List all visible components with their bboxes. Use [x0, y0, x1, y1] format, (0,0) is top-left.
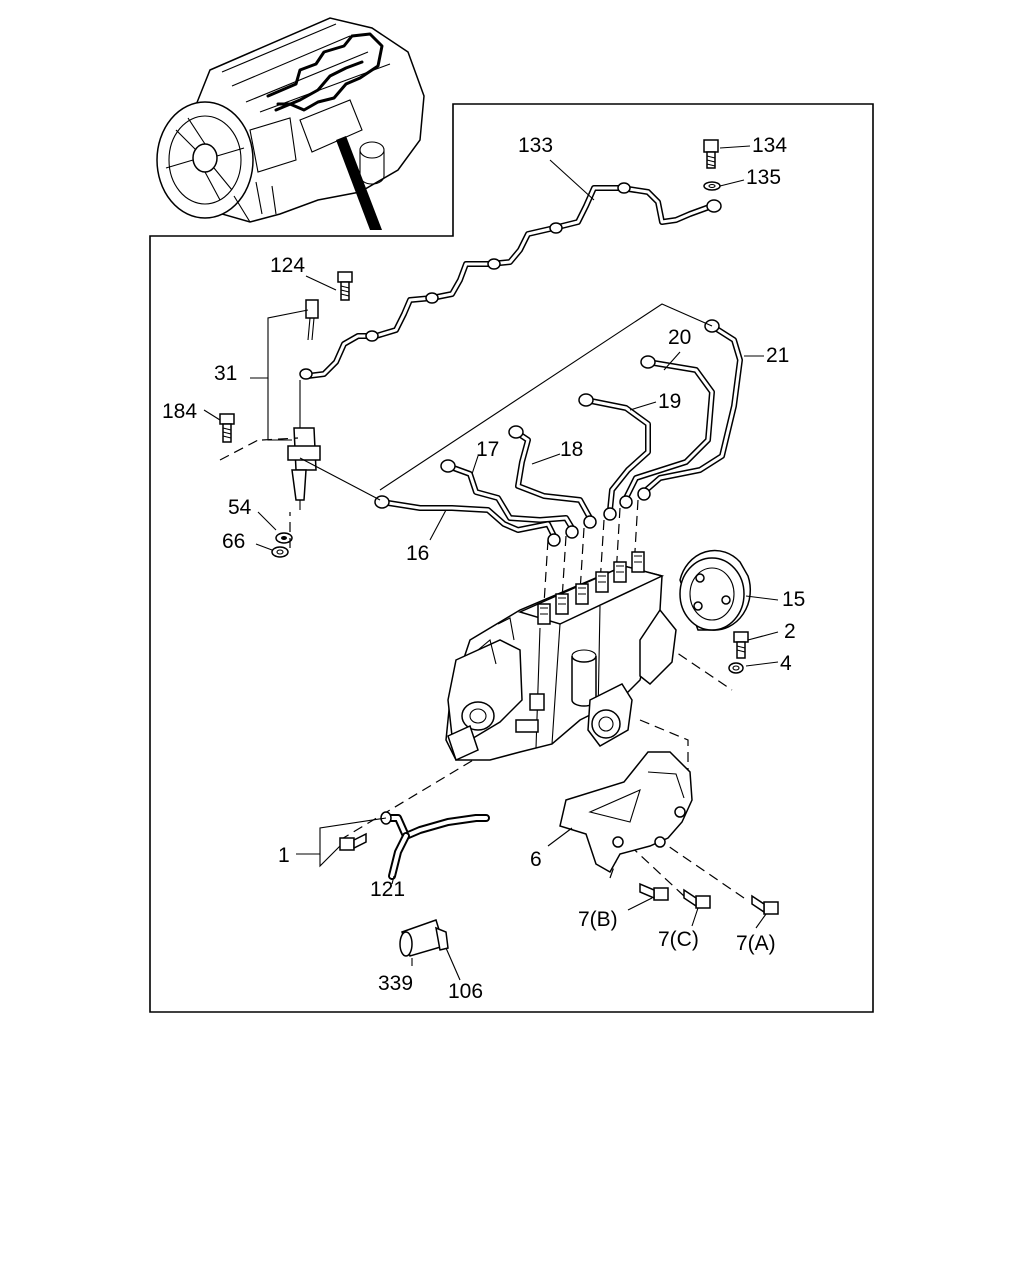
injection-pipes — [374, 319, 743, 547]
label-54: 54 — [228, 496, 252, 519]
label-121: 121 — [370, 878, 405, 901]
label-2: 2 — [784, 620, 796, 643]
bolt-1 — [339, 832, 367, 851]
washer-135 — [703, 181, 721, 191]
label-133: 133 — [518, 134, 553, 157]
label-184: 184 — [162, 400, 197, 423]
label-135: 135 — [746, 166, 781, 189]
label-339: 339 — [378, 972, 413, 995]
gasket-54 — [275, 532, 293, 544]
diagram-frame — [149, 103, 874, 1013]
label-7a: 7(A) — [736, 932, 776, 955]
label-66: 66 — [222, 530, 245, 553]
leader-lines — [203, 145, 779, 981]
injection-pump — [445, 551, 677, 762]
label-124: 124 — [270, 254, 305, 277]
label-17: 17 — [476, 438, 499, 461]
label-21: 21 — [766, 344, 789, 367]
bolt-124 — [337, 271, 353, 301]
label-106: 106 — [448, 980, 483, 1003]
label-7c: 7(C) — [658, 928, 699, 951]
label-20: 20 — [668, 326, 691, 349]
fuel-return-pipe-133 — [299, 182, 722, 380]
bolt-7c — [683, 888, 711, 909]
label-7b: 7(B) — [578, 908, 618, 931]
washer-4 — [728, 662, 744, 674]
bolts-7 — [639, 882, 779, 915]
bolt-2 — [733, 631, 749, 659]
part-labels: 133 134 135 124 31 184 54 66 16 17 18 19… — [162, 134, 805, 1003]
bolt-7a — [751, 894, 779, 915]
pump-bracket-6 — [559, 751, 693, 874]
clip-106 — [435, 926, 449, 951]
bolt-7b — [639, 882, 669, 901]
hose-121 — [380, 811, 490, 880]
label-15: 15 — [782, 588, 805, 611]
label-31: 31 — [214, 362, 237, 385]
label-1: 1 — [278, 844, 290, 867]
washer-66 — [271, 546, 289, 558]
injection-nozzle-31 — [287, 299, 321, 510]
label-134: 134 — [752, 134, 787, 157]
label-16: 16 — [406, 542, 429, 565]
eye-bolt-134 — [703, 139, 719, 169]
label-19: 19 — [658, 390, 681, 413]
engine-overview-illustration — [156, 17, 425, 230]
label-6: 6 — [530, 848, 542, 871]
timer-15 — [679, 549, 752, 631]
bolt-184 — [219, 413, 235, 443]
label-4: 4 — [780, 652, 792, 675]
label-18: 18 — [560, 438, 583, 461]
